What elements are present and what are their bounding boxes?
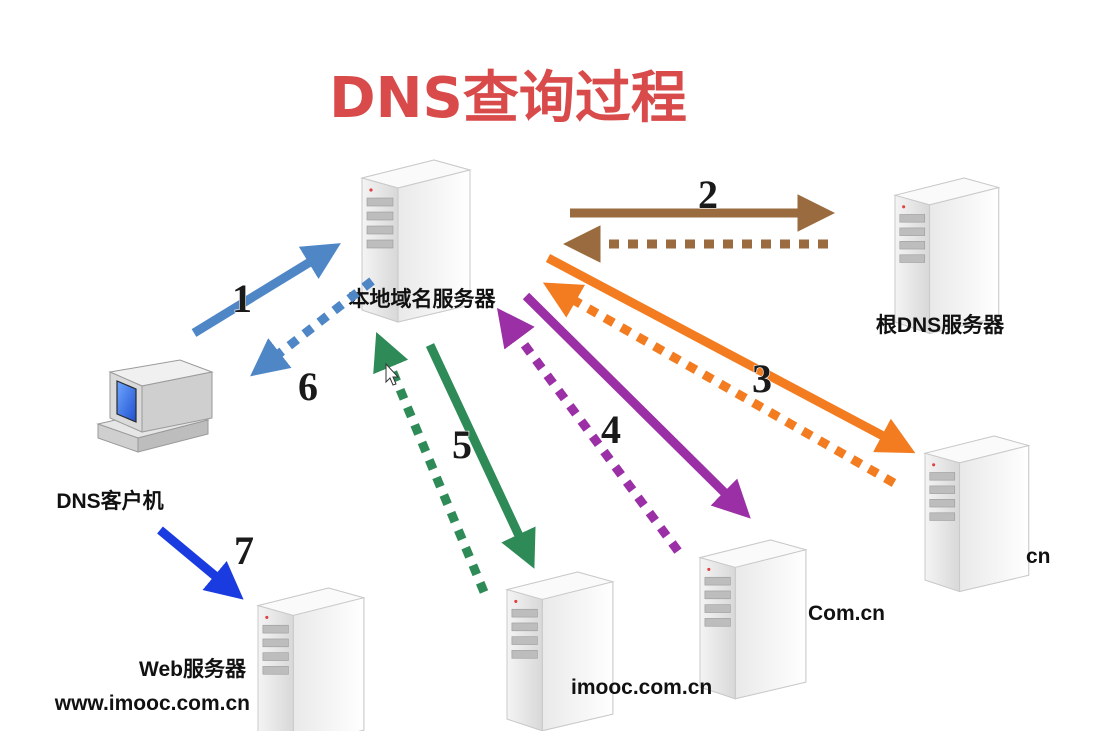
step-3-arrow [545,254,916,454]
server-tower-icon [924,435,1030,593]
step-5-return-arrow [373,332,489,594]
step-3-number: 3 [752,356,772,401]
imooc-dns-server: imooc.com.cn [506,571,712,731]
server-tower-icon [257,587,365,731]
local-dns-server-label: 本地域名服务器 [349,287,497,311]
step-6-number: 6 [298,364,318,409]
web-server-label: Web服务器 [139,657,247,681]
comcn-dns-server: Com.cn [699,539,885,700]
mouse-cursor-icon [385,362,400,386]
step-7-arrow [157,526,244,600]
step-3-return-arrow [542,282,897,487]
computer-icon [96,359,214,453]
local-dns-server: 本地域名服务器 [349,159,497,323]
step-1-arrow [191,243,341,337]
step-7-number: 7 [234,528,254,573]
step-4-return-arrow [496,307,682,554]
step-4-number: 4 [601,407,621,452]
step-5-number: 5 [452,422,472,467]
comcn-dns-server-label: Com.cn [808,602,885,625]
step-1-number: 1 [232,276,252,321]
server-tower-icon [894,177,1000,335]
step-6-arrow [250,277,375,377]
step-4-arrow [522,292,751,519]
imooc-dns-server-label: imooc.com.cn [571,676,712,699]
cn-dns-server-label: cn [1026,545,1051,568]
web-server: Web服务器 www.imooc.com.cn [54,587,365,731]
step-2-number: 2 [698,172,718,217]
step-5-arrow [425,343,536,569]
root-dns-server: 根DNS服务器 [876,177,1005,337]
root-dns-server-label: 根DNS服务器 [876,313,1005,337]
diagram-title: DNS查询过程 [329,66,687,131]
dns-client-label: DNS客户机 [56,489,163,513]
server-tower-icon [506,571,614,731]
server-tower-icon [699,539,807,700]
web-server-domain-label: www.imooc.com.cn [54,692,250,715]
cn-dns-server: cn [924,435,1051,593]
dns-client: DNS客户机 [56,359,214,513]
